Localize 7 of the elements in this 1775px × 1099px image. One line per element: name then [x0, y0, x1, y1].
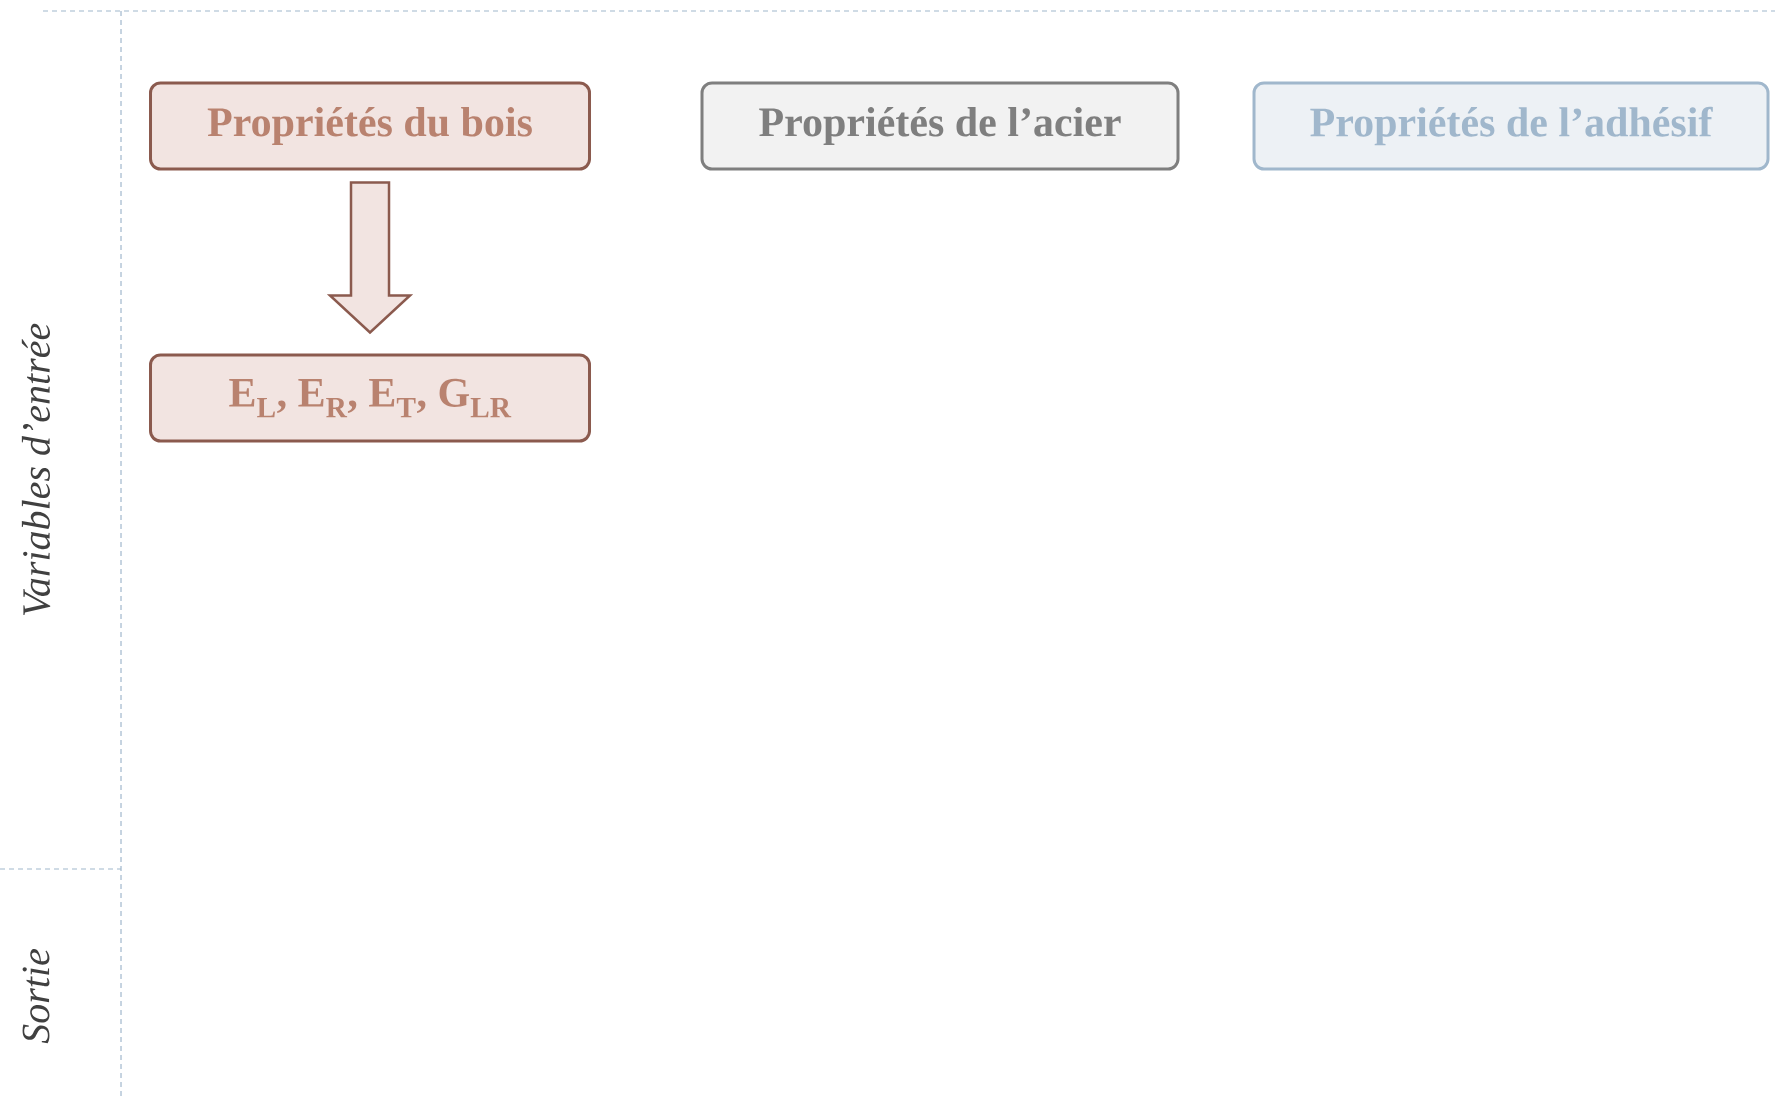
block-arrow	[326, 181, 414, 335]
property-box: Propriétés de l’acier	[700, 81, 1180, 171]
property-box: E$_{L}$, E$_{R}$, E$_{T}$, G$_{LR}$	[149, 353, 591, 443]
property-box: Propriétés de l’adhésif	[1252, 81, 1770, 171]
section-label: Variables d’entrée	[21, 323, 51, 616]
property-box: Propriétés du bois	[149, 81, 591, 171]
section-label: Sortie	[22, 949, 50, 1044]
